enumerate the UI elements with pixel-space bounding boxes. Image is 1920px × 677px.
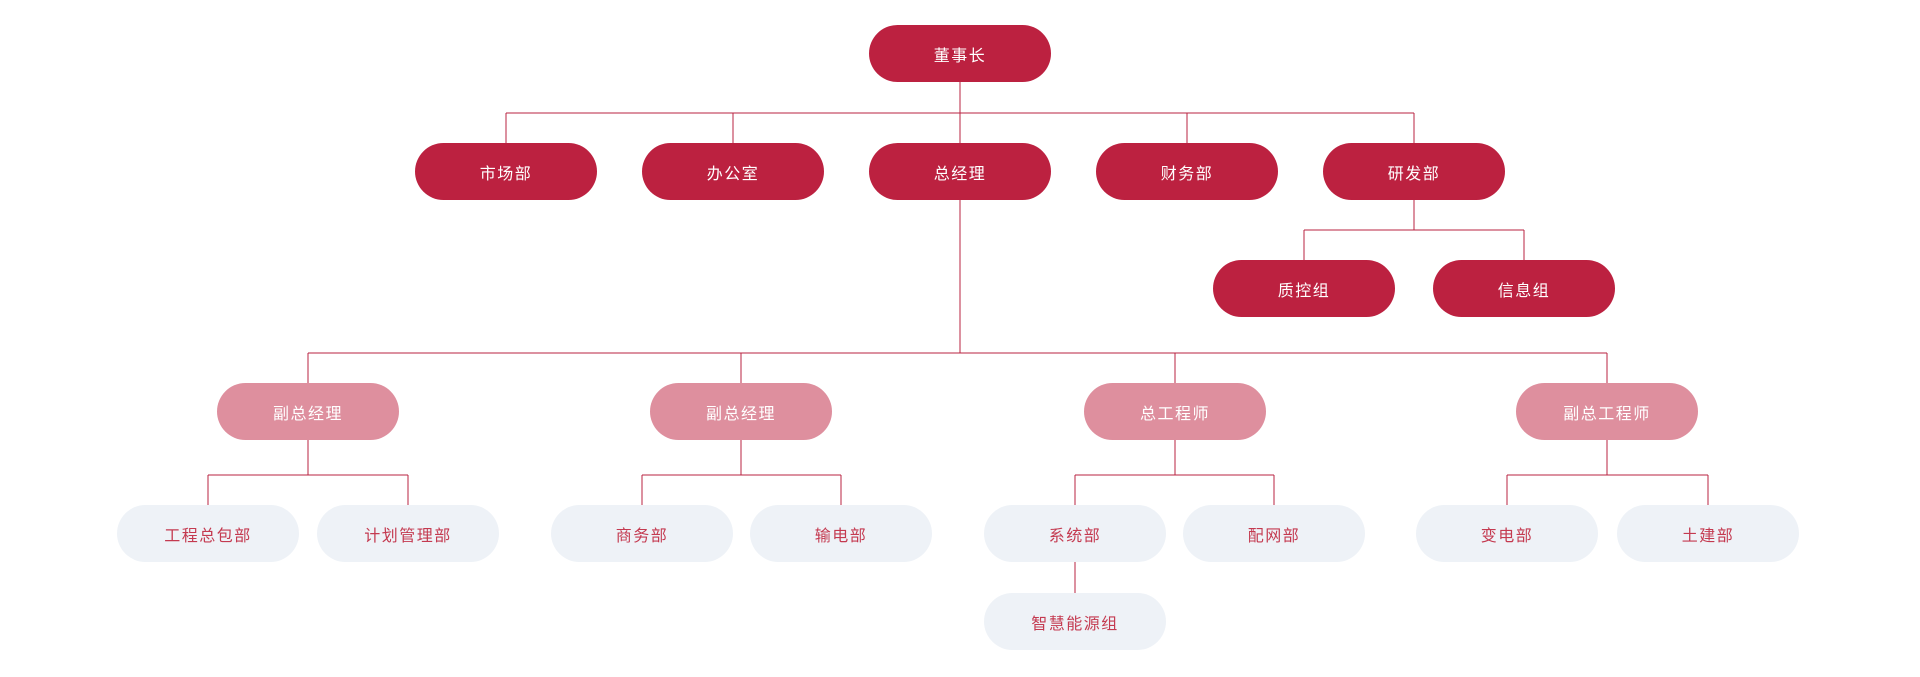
info-group-node[interactable]: 信息组	[1433, 260, 1615, 317]
chief-engineer-node[interactable]: 总工程师	[1084, 383, 1266, 440]
qc-group-node[interactable]: 质控组	[1213, 260, 1395, 317]
epc-dept-node[interactable]: 工程总包部	[117, 505, 299, 562]
transmission-dept-node[interactable]: 输电部	[750, 505, 932, 562]
smart-energy-group-node[interactable]: 智慧能源组	[984, 593, 1166, 650]
qc-group-label: 质控组	[1277, 280, 1331, 300]
substation-dept-node[interactable]: 变电部	[1416, 505, 1598, 562]
system-dept-node[interactable]: 系统部	[984, 505, 1166, 562]
deputy-gm-2-label: 副总经理	[705, 403, 776, 423]
deputy-gm-1-node[interactable]: 副总经理	[217, 383, 399, 440]
rd-dept-node[interactable]: 研发部	[1323, 143, 1505, 200]
info-group-label: 信息组	[1497, 280, 1551, 300]
smart-energy-group-label: 智慧能源组	[1031, 613, 1119, 633]
general-manager-label: 总经理	[933, 163, 987, 183]
marketing-dept-label: 市场部	[479, 163, 533, 183]
chairman-node[interactable]: 董事长	[869, 25, 1051, 82]
commerce-dept-node[interactable]: 商务部	[551, 505, 733, 562]
general-manager-node[interactable]: 总经理	[869, 143, 1051, 200]
rd-dept-label: 研发部	[1387, 163, 1441, 183]
office-node[interactable]: 办公室	[642, 143, 824, 200]
substation-dept-label: 变电部	[1480, 525, 1534, 545]
chief-engineer-label: 总工程师	[1139, 403, 1210, 423]
office-label: 办公室	[706, 163, 760, 183]
commerce-dept-label: 商务部	[615, 525, 669, 545]
finance-dept-label: 财务部	[1160, 163, 1214, 183]
epc-dept-label: 工程总包部	[164, 525, 252, 545]
deputy-gm-2-node[interactable]: 副总经理	[650, 383, 832, 440]
civil-dept-node[interactable]: 土建部	[1617, 505, 1799, 562]
planning-dept-node[interactable]: 计划管理部	[317, 505, 499, 562]
system-dept-label: 系统部	[1048, 525, 1102, 545]
transmission-dept-label: 输电部	[814, 525, 868, 545]
chairman-label: 董事长	[933, 45, 987, 65]
finance-dept-node[interactable]: 财务部	[1096, 143, 1278, 200]
deputy-gm-1-label: 副总经理	[272, 403, 343, 423]
civil-dept-label: 土建部	[1681, 525, 1735, 545]
distribution-dept-label: 配网部	[1247, 525, 1301, 545]
deputy-chief-engineer-node[interactable]: 副总工程师	[1516, 383, 1698, 440]
marketing-dept-node[interactable]: 市场部	[415, 143, 597, 200]
deputy-chief-engineer-label: 副总工程师	[1563, 403, 1651, 423]
distribution-dept-node[interactable]: 配网部	[1183, 505, 1365, 562]
planning-dept-label: 计划管理部	[364, 525, 452, 545]
